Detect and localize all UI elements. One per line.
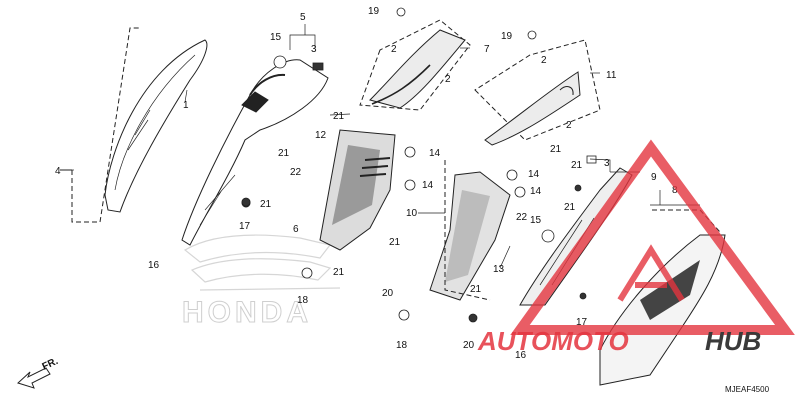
label-part-9: 9	[651, 172, 657, 183]
front-arrow-label: FR.	[41, 356, 60, 373]
fasteners	[241, 7, 597, 323]
label-part-15: 15	[530, 215, 542, 226]
label-part-10: 10	[406, 208, 418, 219]
label-part-7: 7	[484, 44, 490, 55]
label-part-17: 17	[239, 221, 251, 232]
diagram-code: MJEAF4500	[725, 385, 770, 394]
label-part-18: 18	[396, 340, 408, 351]
part-6-grille-panel	[319, 129, 396, 251]
label-part-19: 19	[501, 31, 513, 42]
label-part-12: 12	[315, 130, 327, 141]
label-part-2: 2	[541, 55, 547, 66]
label-part-6: 6	[293, 224, 299, 235]
label-part-3: 3	[311, 44, 317, 55]
label-part-14: 14	[422, 180, 434, 191]
label-part-20: 20	[382, 288, 394, 299]
label-part-21: 21	[333, 267, 345, 278]
part-7-upper-bracket	[359, 19, 471, 111]
label-part-14: 14	[530, 186, 542, 197]
label-part-22: 22	[290, 167, 302, 178]
label-part-18: 18	[297, 295, 309, 306]
label-part-16: 16	[515, 350, 527, 361]
label-part-17: 17	[576, 317, 588, 328]
label-part-1: 1	[183, 100, 189, 111]
label-part-2: 2	[445, 74, 451, 85]
label-part-2: 2	[391, 44, 397, 55]
label-part-21: 21	[571, 160, 583, 171]
label-part-21: 21	[260, 199, 272, 210]
label-part-5: 5	[300, 12, 306, 23]
label-part-14: 14	[429, 148, 441, 159]
label-part-21: 21	[470, 284, 482, 295]
label-part-21: 21	[333, 111, 345, 122]
part-11-upper-bracket	[474, 39, 601, 146]
label-part-21: 21	[550, 144, 562, 155]
label-part-21: 21	[278, 148, 290, 159]
label-part-16: 16	[148, 260, 160, 271]
part-5-inner-panel	[181, 59, 329, 246]
front-direction-arrow: FR.	[17, 356, 60, 389]
label-part-11: 11	[606, 70, 617, 81]
honda-wing-logo	[183, 234, 341, 291]
automotohub-watermark: AUTOMOTO HUB	[477, 139, 795, 356]
label-part-8: 8	[672, 185, 678, 196]
label-part-21: 21	[564, 202, 576, 213]
label-part-21: 21	[389, 237, 401, 248]
part-8-side-fairing	[599, 209, 726, 386]
honda-logo-text: HONDA	[182, 296, 312, 329]
watermark-text-hub: HUB	[705, 326, 761, 356]
part-4-side-cover	[60, 27, 208, 223]
label-part-3: 3	[604, 158, 610, 169]
label-part-22: 22	[516, 212, 528, 223]
label-part-20: 20	[463, 340, 475, 351]
label-part-14: 14	[528, 169, 540, 180]
label-part-19: 19	[368, 6, 380, 17]
label-part-4: 4	[55, 166, 61, 177]
label-part-13: 13	[493, 264, 505, 275]
part-10-air-duct	[429, 160, 511, 301]
label-part-15: 15	[270, 32, 282, 43]
part-number-labels: 1 2 2 2 2 3 3 4 5 6 7 8 9 10 11 12 13 14…	[55, 6, 678, 361]
label-part-2: 2	[566, 120, 572, 131]
watermark-text-automoto: AUTOMOTO	[477, 326, 629, 356]
